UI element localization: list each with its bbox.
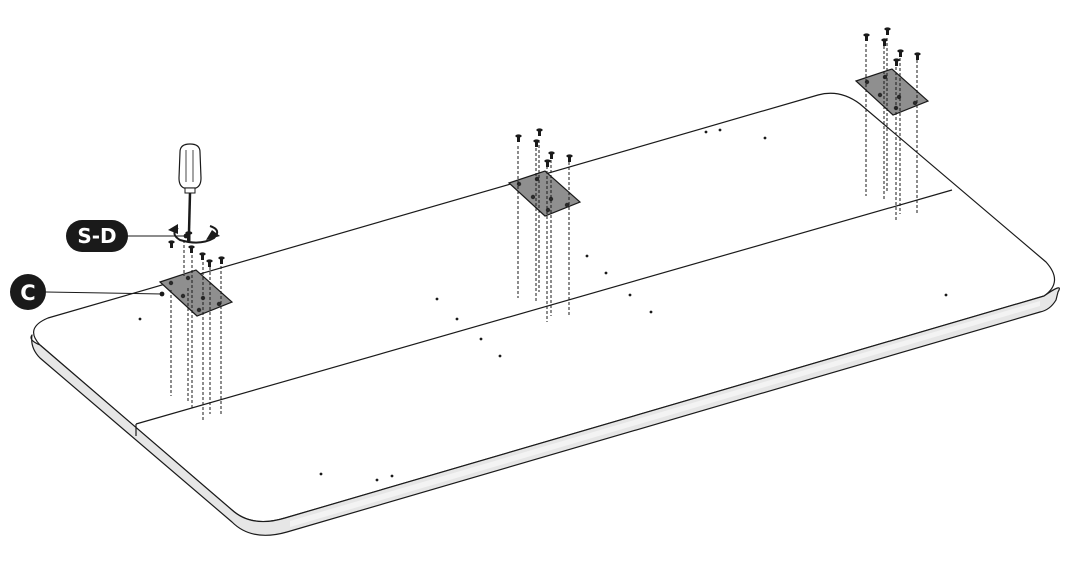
callout-label-sd: S-D — [77, 224, 116, 248]
screwdriver-shaft — [187, 192, 192, 233]
hole-dot — [628, 293, 632, 297]
hole-dot — [649, 310, 653, 314]
desktop-edge-strip — [290, 301, 1040, 527]
rotation-arrow-icon — [173, 225, 219, 244]
callout-screwdriver: S-D — [66, 220, 189, 252]
hole-dot — [455, 317, 459, 321]
screw-guides — [865, 38, 918, 220]
hole-dot — [763, 136, 767, 140]
plate-holes — [168, 275, 222, 313]
hole-dot — [718, 128, 722, 132]
plate-shape — [158, 269, 234, 317]
callout-label-c: C — [20, 281, 35, 305]
hole-dot — [498, 354, 502, 358]
hole-dot — [479, 337, 483, 341]
screw-guides — [170, 240, 222, 420]
screwdriver-handle — [178, 143, 202, 189]
mounting-plate-right — [854, 27, 930, 220]
predrilled-holes — [138, 128, 948, 482]
desktop-center-seam — [135, 189, 953, 425]
hole-dot — [138, 317, 142, 321]
screwdriver-ferrule — [184, 187, 196, 194]
callout-leader-line — [45, 291, 163, 295]
mounting-plate-left — [158, 240, 234, 420]
hole-dot — [319, 472, 323, 476]
screws — [168, 240, 225, 267]
hole-dot — [435, 297, 439, 301]
hole-dot — [604, 271, 608, 275]
hole-dot — [390, 474, 394, 478]
callout-badge — [10, 274, 46, 310]
callout-plate: C — [10, 274, 165, 310]
plate-shape — [507, 170, 582, 217]
hole-dot — [944, 293, 948, 297]
desktop-panel — [30, 92, 1060, 536]
screws — [515, 128, 573, 167]
hole-dot — [585, 254, 589, 258]
screwdriver-icon — [168, 143, 220, 244]
hole-dot — [704, 130, 708, 134]
desktop-front-edge — [30, 287, 1060, 536]
callout-badge — [66, 220, 128, 252]
screws — [863, 27, 921, 66]
screw-guides — [517, 140, 570, 322]
mounting-plate-center — [507, 128, 582, 322]
plate-shape — [854, 68, 930, 116]
hole-dot — [375, 478, 379, 482]
